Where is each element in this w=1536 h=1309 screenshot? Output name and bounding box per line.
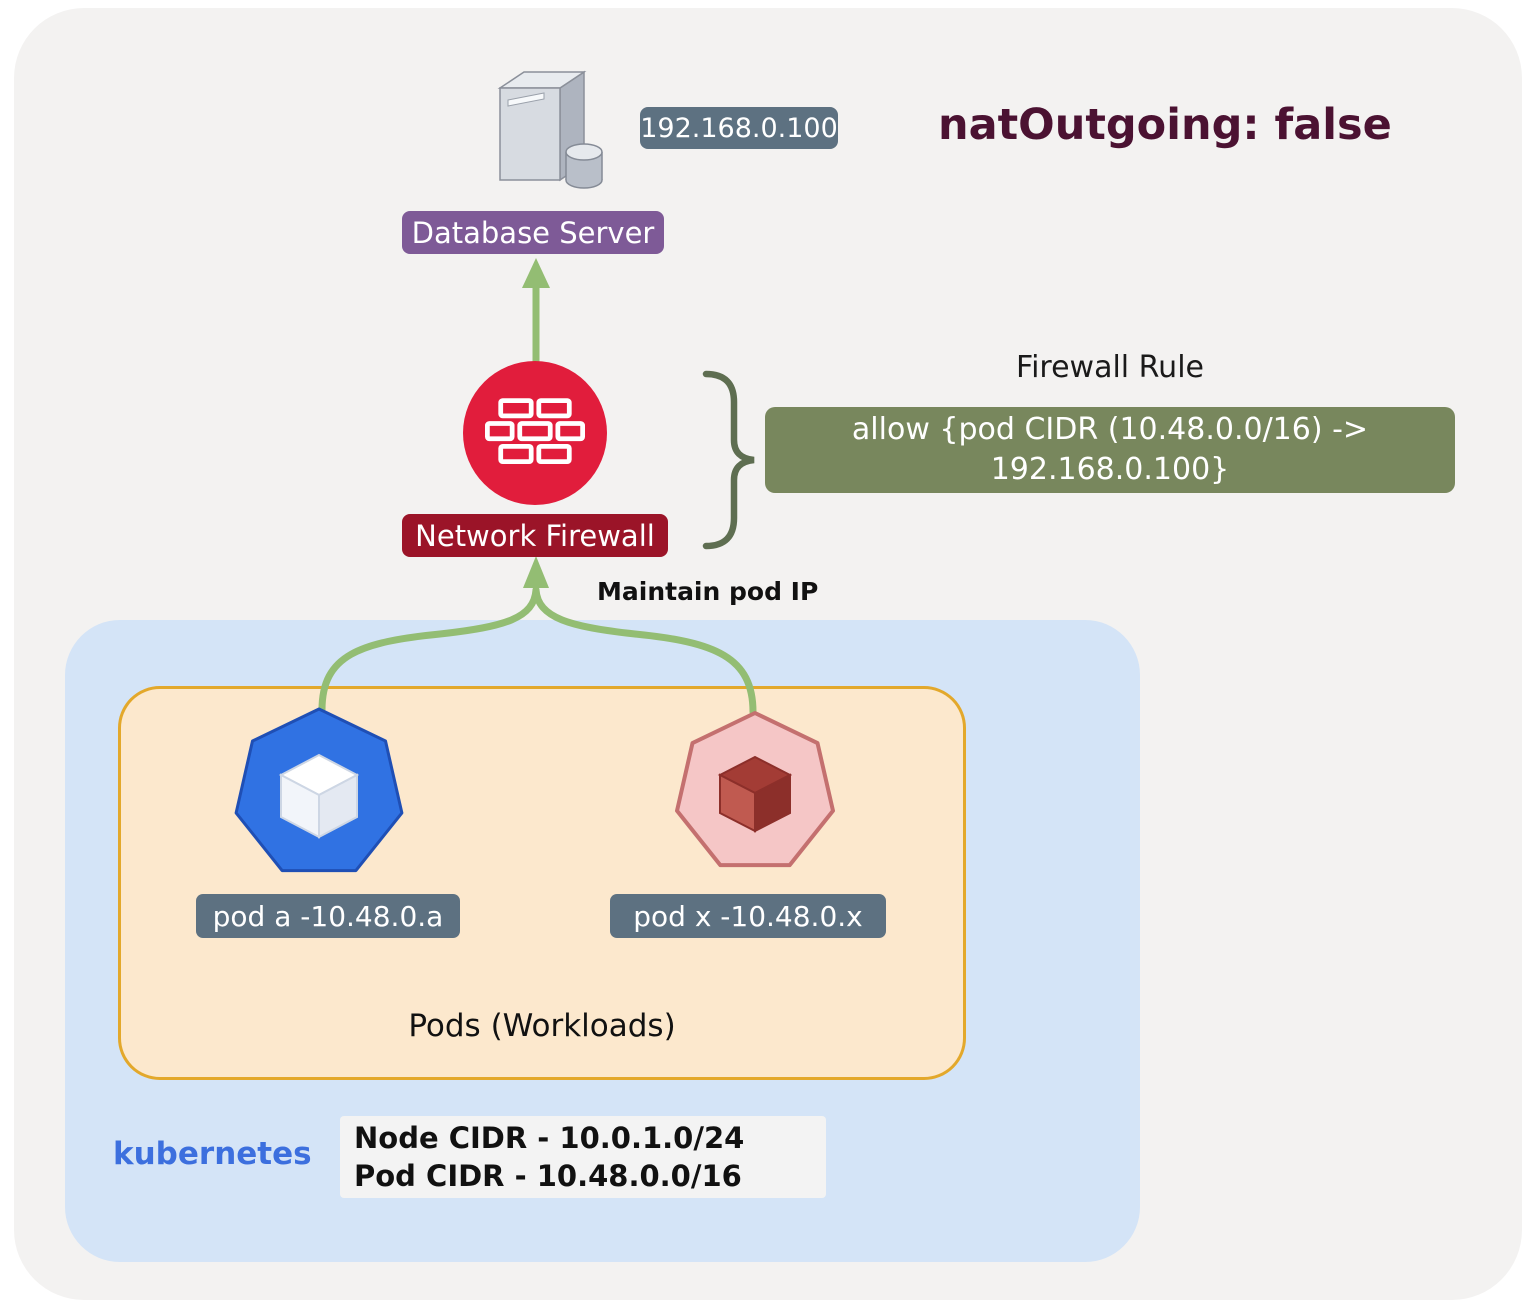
network-firewall-badge: Network Firewall bbox=[402, 514, 668, 557]
node-cidr-text: Node CIDR - 10.0.1.0/24 bbox=[354, 1121, 745, 1155]
pod-cidr-text: Pod CIDR - 10.48.0.0/16 bbox=[354, 1159, 742, 1193]
network-firewall-label: Network Firewall bbox=[415, 518, 655, 553]
curly-brace-icon bbox=[702, 370, 755, 550]
kubernetes-pod-pink-icon bbox=[675, 711, 835, 868]
page-title: natOutgoing: false bbox=[938, 100, 1392, 150]
firewall-rule-box: allow {pod CIDR (10.48.0.0/16) -> 192.16… bbox=[765, 407, 1455, 493]
database-ip-text: 192.168.0.100 bbox=[640, 112, 838, 144]
database-server-badge: Database Server bbox=[402, 211, 664, 254]
firewall-rule-line1: allow {pod CIDR (10.48.0.0/16) -> bbox=[851, 412, 1369, 447]
database-ip-badge: 192.168.0.100 bbox=[640, 107, 838, 149]
database-server-label: Database Server bbox=[411, 215, 655, 250]
pod-a-badge: pod a -10.48.0.a bbox=[196, 894, 460, 938]
firewall-rule-title: Firewall Rule bbox=[1016, 350, 1204, 385]
pod-x-label: pod x -10.48.0.x bbox=[633, 899, 863, 933]
pod-x-badge: pod x -10.48.0.x bbox=[610, 894, 886, 938]
server-icon bbox=[497, 70, 603, 189]
maintain-pod-ip-label: Maintain pod IP bbox=[597, 577, 819, 606]
firewall-rule-line2: 192.168.0.100} bbox=[990, 452, 1230, 487]
kubernetes-label: kubernetes bbox=[113, 1136, 312, 1172]
cidr-info-box: Node CIDR - 10.0.1.0/24 Pod CIDR - 10.48… bbox=[340, 1116, 826, 1198]
pods-workloads-label: Pods (Workloads) bbox=[408, 1008, 676, 1044]
network-firewall-node bbox=[463, 361, 607, 505]
pod-a-label: pod a -10.48.0.a bbox=[212, 899, 444, 933]
kubernetes-pod-blue-icon bbox=[234, 707, 404, 873]
firewall-brick-icon bbox=[485, 398, 585, 464]
